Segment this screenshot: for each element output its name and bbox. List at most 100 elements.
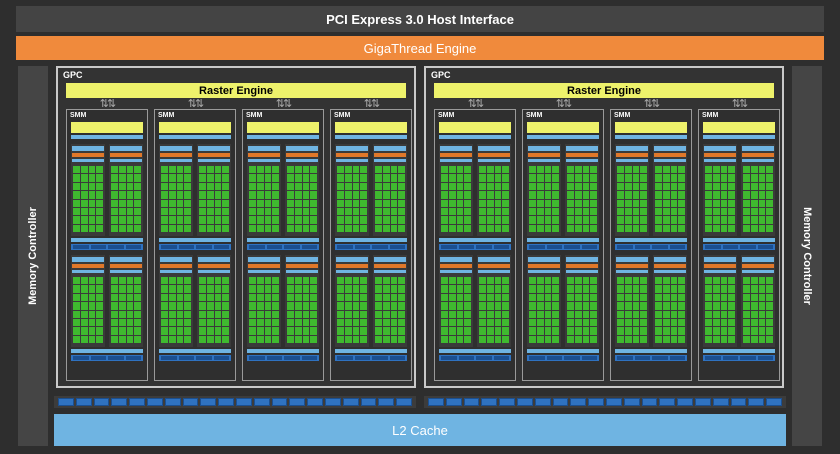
cuda-core (529, 277, 536, 285)
warp-scheduler (248, 257, 280, 262)
cuda-core (287, 327, 294, 335)
cuda-core (590, 302, 597, 310)
cuda-core (199, 207, 206, 216)
cuda-core-grid (249, 166, 279, 232)
cuda-core (448, 191, 456, 199)
cuda-core (88, 277, 96, 285)
cuda-core (743, 199, 750, 207)
cuda-core (670, 224, 678, 232)
cuda-core (118, 191, 126, 199)
texture-unit (196, 245, 212, 249)
cuda-core (705, 285, 712, 293)
cuda-core (199, 293, 206, 302)
cuda-core (632, 327, 640, 335)
cuda-core (199, 318, 206, 327)
ld-st-units (703, 355, 775, 361)
cuda-core (441, 310, 448, 318)
cuda-core (705, 318, 712, 327)
cuda-core (582, 207, 590, 216)
cuda-core (80, 310, 88, 318)
cuda-core (567, 174, 574, 182)
cuda-core (126, 207, 134, 216)
cuda-core (552, 191, 559, 199)
memory-interface-unit (552, 398, 569, 406)
cuda-core (206, 310, 214, 318)
cuda-core (161, 224, 168, 232)
cuda-core (88, 318, 96, 327)
cuda-core (536, 224, 544, 232)
cuda-core (80, 191, 88, 199)
cuda-core (662, 224, 670, 232)
cuda-core (552, 224, 559, 232)
cuda-core (574, 293, 582, 302)
cuda-core (161, 166, 168, 174)
cuda-core (176, 302, 184, 310)
cuda-core (352, 216, 360, 224)
cuda-core (743, 174, 750, 182)
cuda-core (712, 327, 720, 335)
texture-cache (703, 349, 775, 353)
cuda-core (214, 318, 222, 327)
cuda-core (590, 174, 597, 182)
cuda-core (168, 285, 176, 293)
texture-unit (441, 356, 457, 360)
cuda-core-grid (743, 166, 773, 232)
cuda-core (126, 318, 134, 327)
cuda-core (441, 174, 448, 182)
cuda-core-grid (111, 277, 141, 343)
cuda-core (494, 302, 502, 310)
cuda-core (352, 166, 360, 174)
cuda-core (574, 277, 582, 285)
texture-unit (652, 356, 668, 360)
cuda-core (287, 224, 294, 232)
dispatch-unit (440, 264, 472, 268)
cuda-core (712, 335, 720, 343)
memory-interface-unit (360, 398, 377, 406)
warp-scheduler (72, 257, 104, 262)
register-file (72, 270, 104, 273)
cuda-core (222, 224, 229, 232)
texture-cache (439, 349, 511, 353)
cuda-core (655, 285, 662, 293)
register-file (198, 270, 230, 273)
cuda-core (302, 335, 310, 343)
processing-block (477, 255, 511, 347)
cuda-core (640, 191, 647, 199)
cuda-core (96, 302, 103, 310)
texture-unit (476, 356, 492, 360)
cuda-core (118, 318, 126, 327)
cuda-core (111, 182, 118, 191)
cuda-core (344, 335, 352, 343)
dispatch-unit (616, 264, 648, 268)
cuda-core (126, 293, 134, 302)
cuda-core (655, 174, 662, 182)
cuda-core (249, 335, 256, 343)
cuda-core (544, 216, 552, 224)
cuda-core (448, 182, 456, 191)
cuda-core (344, 166, 352, 174)
cuda-core (256, 174, 264, 182)
cuda-core (272, 310, 279, 318)
cuda-core (302, 199, 310, 207)
cuda-core (382, 216, 390, 224)
cuda-core (705, 207, 712, 216)
cuda-core (272, 191, 279, 199)
smm: SMM (698, 109, 780, 381)
cuda-core (184, 293, 191, 302)
cuda-core (214, 310, 222, 318)
cuda-core (256, 277, 264, 285)
cuda-core (337, 327, 344, 335)
cuda-core (567, 224, 574, 232)
cuda-core (80, 174, 88, 182)
cuda-core (287, 302, 294, 310)
register-file (478, 270, 510, 273)
gpc-label: GPC (63, 70, 83, 80)
cuda-core (567, 199, 574, 207)
memory-interface-strip (424, 396, 786, 408)
cuda-core (494, 174, 502, 182)
cuda-core (662, 182, 670, 191)
cuda-core (574, 199, 582, 207)
cuda-core (161, 191, 168, 199)
cuda-core (758, 207, 766, 216)
cuda-core (360, 335, 367, 343)
